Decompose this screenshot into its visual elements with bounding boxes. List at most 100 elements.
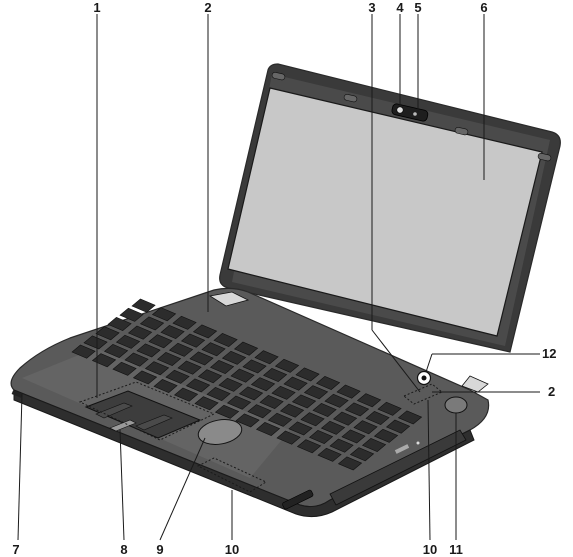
- keyboard-key: [213, 333, 238, 347]
- callout-1: 1: [93, 0, 100, 15]
- keyboard-key: [107, 317, 132, 331]
- keyboard-key: [168, 342, 194, 357]
- keyboard-key: [296, 439, 322, 454]
- keyboard-key: [180, 333, 206, 348]
- keyboard-key: [132, 370, 158, 385]
- callout-2-right: 2: [548, 384, 555, 399]
- keyboard-key: [139, 316, 165, 331]
- power-button: [444, 396, 468, 414]
- keyboard-key: [173, 387, 199, 402]
- keyboard-key: [247, 404, 272, 419]
- keyboard-key: [315, 376, 341, 390]
- keyboard-key: [206, 387, 231, 401]
- keyboard: [71, 298, 423, 471]
- keyboard-key: [283, 376, 308, 391]
- keyboard-key: [332, 411, 358, 426]
- keyboard-key: [312, 403, 337, 417]
- keyboard-key: [295, 367, 320, 382]
- keyboard-key: [317, 447, 342, 462]
- leader-lines: [17, 14, 540, 541]
- keyboard-key: [267, 412, 293, 427]
- keyboard-key: [226, 395, 252, 410]
- keyboard-key: [324, 393, 349, 408]
- keyboard-key: [189, 351, 214, 366]
- callout-9: 9: [156, 542, 163, 557]
- keyboard-key: [209, 360, 235, 374]
- keyboard-key: [201, 342, 226, 357]
- keyboard-key: [288, 421, 313, 436]
- callout-labels: 1 2 3 4 5 6 12 2 7 8 9 10 10 11: [12, 0, 556, 557]
- keyboard-key: [356, 393, 382, 408]
- keyboard-key: [337, 456, 363, 471]
- keyboard-key: [377, 401, 402, 416]
- keyboard-key: [276, 430, 301, 445]
- keyboard-key: [119, 307, 144, 322]
- keyboard-key: [221, 350, 247, 365]
- status-indicators: [403, 383, 443, 405]
- keyboard-key: [136, 343, 161, 358]
- keyboard-key: [329, 438, 354, 453]
- keyboard-key: [91, 353, 117, 368]
- keyboard-key: [397, 410, 423, 425]
- keyboard-key: [336, 384, 361, 399]
- keyboard-key: [242, 359, 267, 374]
- keyboard-key: [124, 352, 149, 367]
- callout-7: 7: [12, 542, 19, 557]
- keyboard-key: [160, 325, 185, 339]
- keyboard-key: [127, 325, 153, 340]
- keyboard-key: [214, 404, 240, 419]
- keyboard-key: [153, 379, 178, 393]
- keyboard-key: [192, 324, 218, 339]
- callout-3: 3: [368, 0, 375, 15]
- keyboard-key: [177, 360, 202, 375]
- keyboard-key: [194, 396, 219, 411]
- webcam: [391, 103, 429, 122]
- keyboard-key: [279, 403, 305, 418]
- callout-6: 6: [480, 0, 487, 15]
- touchpad: [84, 390, 202, 439]
- keyboard-key: [353, 420, 378, 435]
- keyboard-key: [131, 298, 156, 313]
- hinge-area: [208, 291, 489, 393]
- keyboard-key: [83, 335, 108, 350]
- round-touchpad: [197, 419, 243, 445]
- keyboard-key: [238, 386, 264, 401]
- keyboard-key: [144, 361, 170, 376]
- callout-12: 12: [542, 346, 556, 361]
- keyboard-key: [235, 413, 260, 428]
- optical-drive: [329, 429, 467, 506]
- keyboard-key: [349, 447, 375, 462]
- keyboard-key: [300, 412, 325, 427]
- bezel-bumpers: [271, 72, 552, 162]
- camera-status-led: [413, 112, 417, 116]
- keyboard-key: [344, 402, 370, 417]
- callout-5: 5: [414, 0, 421, 15]
- keyboard-key: [95, 326, 120, 341]
- keyboard-key: [365, 411, 390, 425]
- callout-2-top: 2: [204, 0, 211, 15]
- keyboard-key: [115, 334, 141, 349]
- keyboard-key: [341, 429, 366, 444]
- keyboard-key: [254, 350, 279, 365]
- keyboard-key: [271, 385, 296, 400]
- keyboard-key: [291, 394, 317, 409]
- keyboard-key: [230, 368, 255, 383]
- keyboard-key: [385, 419, 411, 434]
- keyboard-key: [361, 438, 387, 452]
- callout-10-right: 10: [423, 542, 437, 557]
- keyboard-key: [218, 377, 243, 392]
- keyboard-key: [172, 315, 197, 330]
- keyboard-key: [71, 344, 96, 359]
- keyboard-key: [165, 369, 190, 384]
- keyboard-key: [262, 368, 288, 382]
- flat-point-zone: [78, 381, 216, 441]
- callout-10-left: 10: [225, 542, 239, 557]
- left-edge-port: [11, 390, 23, 398]
- callout-4: 4: [396, 0, 404, 15]
- keyboard-key: [373, 428, 399, 443]
- speaker-area: [196, 457, 268, 493]
- keyboard-key: [259, 395, 284, 409]
- keyboard-key: [255, 422, 281, 436]
- keyboard-key: [151, 307, 177, 322]
- keyboard-key: [250, 377, 276, 392]
